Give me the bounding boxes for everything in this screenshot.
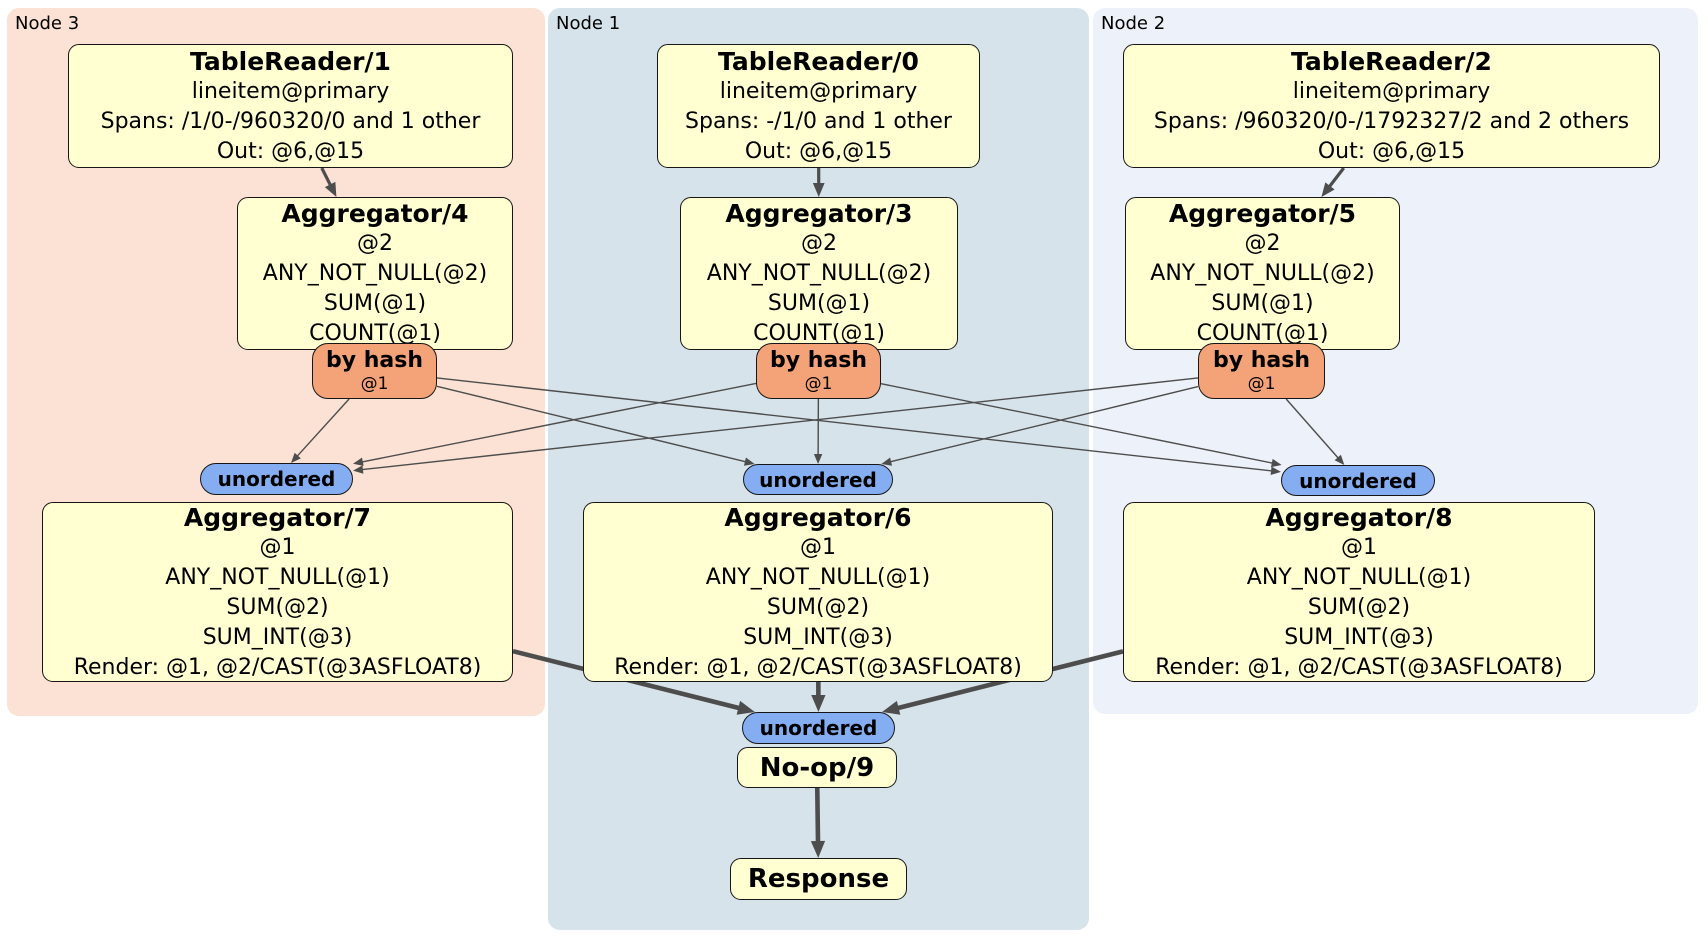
plan-node-tr0-title: TableReader/0 (718, 46, 919, 76)
edge-hash4-un6 (436, 385, 755, 466)
plan-node-agg4-line-2: SUM(@1) (323, 291, 427, 316)
plan-node-agg7-line-2: SUM(@2) (226, 594, 329, 620)
router-hash5-stream-key: @1 (1247, 373, 1276, 394)
plan-node-agg5-line-2: SUM(@1) (1211, 291, 1314, 316)
plan-node-resp: Response (730, 858, 907, 900)
plan-node-agg7-line-3: SUM_INT(@3) (202, 624, 353, 650)
plan-node-agg8-line-0: @1 (1341, 534, 1377, 560)
sync-un6-label: unordered (759, 467, 877, 492)
plan-node-agg6-line-1: ANY_NOT_NULL(@1) (705, 564, 931, 590)
edge-hash5-un8 (1285, 398, 1345, 465)
plan-node-noop-title: No-op/9 (759, 752, 875, 783)
plan-node-agg3-line-3: COUNT(@1) (753, 321, 885, 346)
plan-node-agg6-line-3: SUM_INT(@3) (743, 624, 893, 650)
plan-node-agg3-line-2: SUM(@1) (767, 291, 871, 316)
plan-node-unf: unordered (742, 712, 895, 744)
plan-node-agg5-title: Aggregator/5 (1168, 199, 1357, 228)
edge-hash3-un7 (353, 382, 757, 466)
plan-node-agg3-line-1: ANY_NOT_NULL(@2) (706, 261, 932, 286)
plan-node-agg4-title: Aggregator/4 (281, 199, 469, 228)
plan-node-agg5-line-0: @2 (1244, 231, 1281, 256)
plan-node-un6: unordered (743, 464, 893, 495)
plan-node-tr2-line-1: Spans: /960320/0-/1792327/2 and 2 others (1153, 108, 1630, 134)
router-hash3-label: by hash (769, 347, 867, 373)
edge-agg6-unf (811, 681, 826, 712)
router-hash3-stream-key: @1 (804, 373, 833, 394)
plan-node-hash3: by hash@1 (756, 343, 881, 399)
plan-node-agg7-title: Aggregator/7 (183, 502, 372, 532)
plan-node-agg8-line-1: ANY_NOT_NULL(@1) (1246, 564, 1472, 590)
router-hash5-label: by hash (1212, 347, 1310, 373)
plan-node-agg6-line-2: SUM(@2) (766, 594, 870, 620)
plan-node-tr0-line-2: Out: @6,@15 (744, 138, 893, 164)
router-hash4-label: by hash (325, 347, 423, 373)
edge-hash3-un8 (880, 382, 1282, 468)
plan-node-tr0-line-1: Spans: -/1/0 and 1 other (685, 108, 952, 134)
plan-node-agg5-line-3: COUNT(@1) (1196, 321, 1329, 346)
edge-hash5-un6 (881, 385, 1199, 466)
plan-node-agg7-line-4: Render: @1, @2/CAST(@3ASFLOAT8) (73, 654, 482, 680)
plan-node-agg8-title: Aggregator/8 (1265, 502, 1453, 532)
edge-hash4-un7 (291, 398, 350, 463)
plan-node-agg8-line-4: Render: @1, @2/CAST(@3ASFLOAT8) (1155, 654, 1563, 680)
plan-node-tr1-line-2: Out: @6,@15 (216, 138, 365, 164)
edge-tr1-agg4 (320, 167, 337, 197)
plan-node-tr1-line-1: Spans: /1/0-/960320/0 and 1 other (100, 108, 481, 134)
plan-node-agg6-line-0: @1 (800, 534, 836, 560)
plan-node-agg3-line-0: @2 (801, 231, 837, 256)
plan-node-un7: unordered (200, 463, 353, 495)
plan-node-tr1-title: TableReader/1 (190, 46, 391, 76)
sync-un7-label: unordered (217, 467, 336, 491)
plan-node-un8: unordered (1281, 465, 1435, 496)
plan-node-tr2-line-0: lineitem@primary (1292, 78, 1491, 104)
region-node3-label: Node 3 (15, 13, 80, 34)
plan-node-agg6-line-4: Render: @1, @2/CAST(@3ASFLOAT8) (614, 654, 1022, 680)
edge-hash5-un7 (353, 377, 1199, 474)
plan-node-noop: No-op/9 (737, 747, 897, 788)
sync-un8-label: unordered (1299, 468, 1417, 493)
plan-node-hash4: by hash@1 (312, 343, 437, 399)
plan-node-agg4-line-3: COUNT(@1) (309, 321, 441, 346)
plan-node-tr2-line-2: Out: @6,@15 (1317, 138, 1466, 164)
plan-node-agg7-line-0: @1 (259, 534, 296, 560)
plan-node-agg4-line-1: ANY_NOT_NULL(@2) (262, 261, 488, 286)
plan-node-agg5-line-1: ANY_NOT_NULL(@2) (1150, 261, 1375, 286)
plan-node-agg6-title: Aggregator/6 (724, 502, 912, 532)
region-node2-label: Node 2 (1101, 13, 1166, 34)
plan-node-agg3-title: Aggregator/3 (725, 199, 913, 228)
sync-unf-label: unordered (759, 716, 878, 740)
edge-tr0-agg3 (812, 167, 825, 197)
plan-node-resp-title: Response (747, 864, 890, 894)
plan-node-agg8-line-2: SUM(@2) (1307, 594, 1411, 620)
region-node1-label: Node 1 (556, 13, 621, 34)
edge-hash4-un8 (436, 377, 1281, 475)
plan-node-tr1-line-0: lineitem@primary (191, 78, 390, 104)
edge-tr2-agg5 (1321, 167, 1346, 197)
edge-hash3-un6 (813, 398, 823, 464)
plan-node-agg8-line-3: SUM_INT(@3) (1284, 624, 1434, 650)
router-hash4-stream-key: @1 (360, 373, 389, 394)
edge-noop-resp (810, 787, 826, 858)
plan-node-tr2-title: TableReader/2 (1291, 46, 1492, 76)
plan-node-tr0-line-0: lineitem@primary (719, 78, 918, 104)
plan-node-agg7-line-1: ANY_NOT_NULL(@1) (165, 564, 390, 590)
plan-node-agg4-line-0: @2 (357, 231, 393, 256)
plan-node-hash5: by hash@1 (1198, 343, 1325, 399)
